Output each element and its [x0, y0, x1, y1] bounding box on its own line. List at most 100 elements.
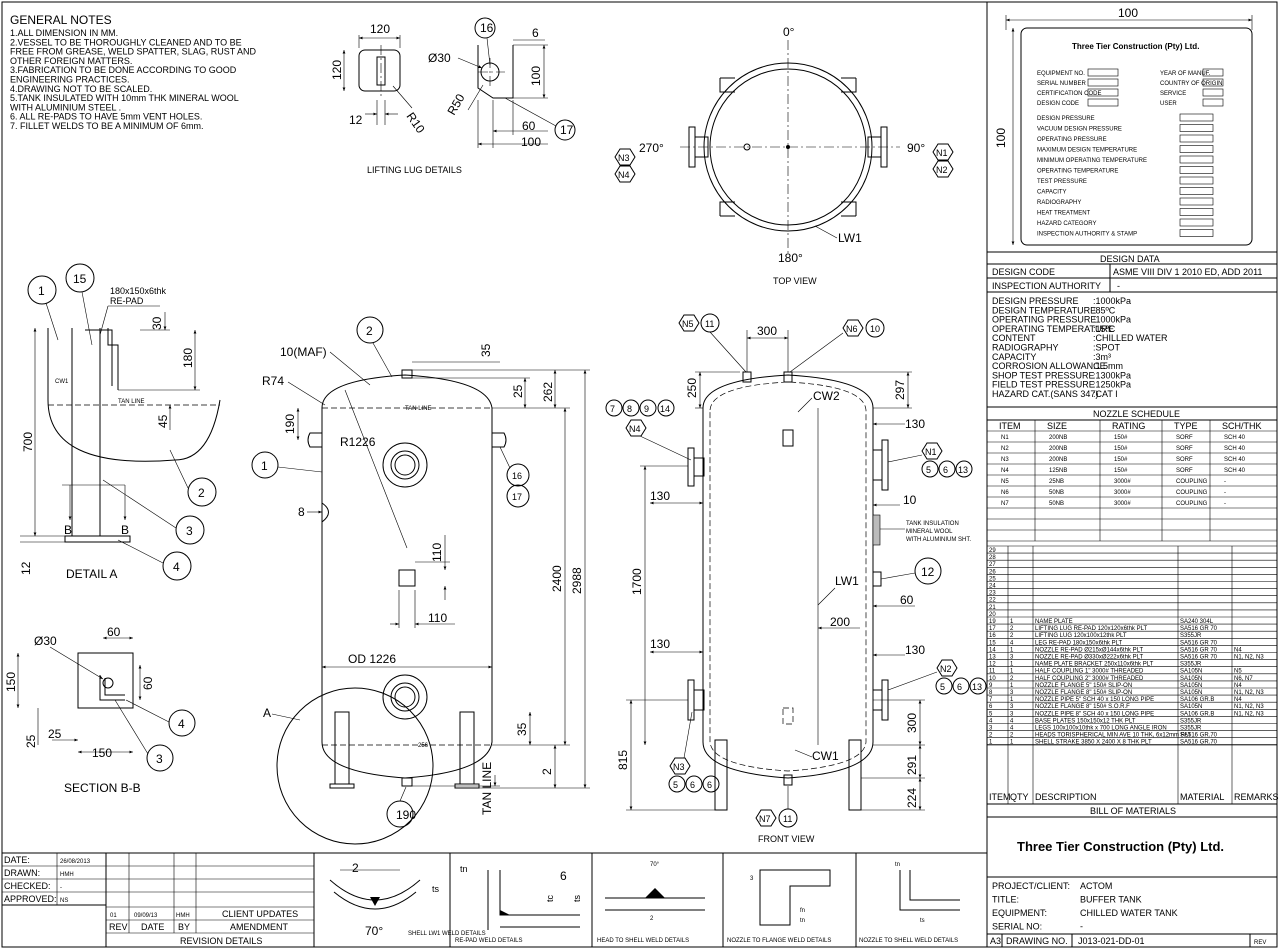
- detail-a-tanline: TAN LINE: [118, 399, 145, 405]
- design-data-label: SHOP TEST PRESSURE: [992, 370, 1095, 380]
- lug-dim-100-v: 100: [529, 66, 543, 86]
- weld-detail-nozzle-flange: 3 fn tn NOZZLE TO FLANGE WELD DETAILS: [727, 869, 831, 944]
- bom-cell: NOZZLE FLANGE 8" 150# S.O.R.F: [1035, 704, 1130, 710]
- svg-text:N4: N4: [618, 170, 630, 180]
- top-view-angle-0: 0°: [783, 25, 795, 39]
- bom-cell: S355JR: [1180, 633, 1202, 639]
- nozzle-schedule-cell: N1: [1001, 435, 1009, 441]
- nozzle-schedule-cell: N7: [1001, 501, 1009, 507]
- bom-cell: 3: [1010, 711, 1014, 717]
- design-data-value: :3m³: [1093, 352, 1111, 362]
- bom-cell: N4: [1234, 697, 1242, 703]
- svg-text:70°: 70°: [365, 924, 383, 938]
- weld-detail-shell: 2 ts 70° SHELL LW1 WELD DETAILS: [329, 861, 486, 938]
- svg-text:ts: ts: [572, 894, 582, 902]
- svg-text:tc: tc: [545, 894, 555, 902]
- bom-cell: SA105N: [1180, 683, 1202, 689]
- front-view-n3-tag: N3 5 6 6: [668, 711, 720, 793]
- design-data: DESIGN DATA DESIGN CODE ASME VIII DIV 1 …: [986, 251, 1278, 399]
- general-note-line: FREE FROM GREASE, WELD SPATTER, SLAG, RU…: [10, 47, 257, 57]
- bom-cell: 3: [989, 726, 993, 732]
- bom-cell: 29: [989, 548, 996, 554]
- svg-text:13: 13: [958, 465, 968, 475]
- bom-cell: SHELL STRAKE 3850 X 2400 X 8 THK PLT: [1035, 740, 1152, 746]
- nozzle-schedule-cell: 125NB: [1049, 468, 1067, 474]
- bom-cell: 4: [1010, 718, 1014, 724]
- svg-text:ts: ts: [920, 918, 925, 924]
- bom-cell: LIFTING LUG RE-PAD 120x120x6thk PLT: [1035, 626, 1147, 632]
- bom-cell: 4: [989, 718, 993, 724]
- detail-a-caption: DETAIL A: [66, 567, 117, 581]
- detail-a-cw1: CW1: [55, 379, 69, 385]
- svg-text:HEAD TO SHELL WELD DETAILS: HEAD TO SHELL WELD DETAILS: [597, 938, 689, 944]
- bom-cell: N6, N7: [1234, 676, 1253, 682]
- bom-cell: 6: [989, 704, 993, 710]
- bom-cell: SA240 304L: [1180, 619, 1214, 625]
- bom-cell: 2: [1010, 676, 1014, 682]
- bom-cell: 1: [1010, 619, 1014, 625]
- side-view-tanline-top: TAN LINE: [405, 406, 432, 412]
- detail-a-dim-180: 180: [181, 348, 195, 368]
- bom-cell: NAME PLATE BRACKET 250x110x6thk PLT: [1035, 662, 1154, 668]
- nameplate-row-label: MINIMUM OPERATING TEMPERATURE: [1037, 158, 1147, 164]
- bom-cell: N1, N2, N3: [1234, 711, 1264, 717]
- nozzle-schedule-header: SIZE: [1047, 421, 1067, 431]
- bom-cell: NOZZLE PIPE 8" SCH 40 x 150 LONG PIPE: [1035, 711, 1154, 717]
- bom-cell: 21: [989, 605, 996, 611]
- nozzle-schedule-cell: SCH 40: [1224, 457, 1246, 463]
- svg-text:N2: N2: [940, 664, 952, 674]
- signoff-block: DATE: 26/08/2013 DRAWN: HMH CHECKED: - A…: [1, 852, 107, 906]
- front-view-dim-130-left-bottom: 130: [650, 637, 670, 651]
- bom-cell: 1: [989, 740, 993, 746]
- nameplate-field-label: CERTIFICATION CODE: [1037, 91, 1101, 97]
- revision-row-amendment: CLIENT UPDATES: [222, 909, 298, 919]
- title-block-value: ACTOM: [1080, 881, 1112, 891]
- side-view-dim-262: 262: [541, 382, 555, 402]
- bom-cell: SA516 GR.70: [1180, 733, 1218, 739]
- bom-cell: 2: [1010, 633, 1014, 639]
- detail-a-shell: [47, 328, 221, 462]
- design-data-label: DESIGN TEMPERATURE: [992, 305, 1096, 315]
- nameplate-row-label: HAZARD CATEGORY: [1037, 221, 1096, 227]
- general-note-line: OTHER FOREIGN MATTERS.: [10, 56, 132, 66]
- general-notes-title: GENERAL NOTES: [10, 13, 112, 27]
- svg-text:ts: ts: [432, 884, 440, 894]
- nozzle-schedule-header: SCH/THK: [1222, 421, 1262, 431]
- side-view-dim-25: 25: [511, 384, 525, 398]
- design-data-label: HAZARD CAT.(SANS 347): [992, 389, 1098, 399]
- svg-text:14: 14: [660, 404, 670, 414]
- side-view-dim-2988: 2988: [570, 567, 584, 594]
- svg-text:N3: N3: [673, 762, 685, 772]
- bom-cell: SA106 GR.B: [1180, 697, 1214, 703]
- detail-a-dim-12: 12: [19, 561, 33, 575]
- front-view-dim-297: 297: [893, 380, 907, 400]
- detail-a-callout-15: 15: [73, 272, 87, 286]
- lug-callout-16-text: 16: [480, 21, 494, 35]
- bom-cell: 20: [989, 612, 996, 618]
- bom-cell: LEGS 100x100x10thk x 700 LONG ANGLE IRON: [1035, 726, 1167, 732]
- svg-text:NOZZLE TO FLANGE WELD DETAILS: NOZZLE TO FLANGE WELD DETAILS: [727, 938, 831, 944]
- bom-cell: 26: [989, 569, 996, 575]
- design-data-label: CONTENT: [992, 333, 1036, 343]
- detail-a: B B 1 15 180x150x6thk RE-PAD 30 180 CW1 …: [19, 263, 221, 581]
- front-view-dim-815: 815: [616, 750, 630, 770]
- title-block-value: -: [1080, 922, 1083, 932]
- nozzle-schedule-cell: 150#: [1114, 435, 1128, 441]
- nozzle-schedule-cell: N2: [1001, 446, 1009, 452]
- nozzle-schedule-cell: SORF: [1176, 446, 1193, 452]
- top-view-angle-180: 180°: [778, 251, 803, 265]
- general-notes-lines: 1.ALL DIMENSION IN MM.2.VESSEL TO BE THO…: [10, 28, 257, 131]
- inspection-authority-label: INSPECTION AUTHORITY: [992, 281, 1101, 291]
- bom-cell: 13: [989, 655, 996, 661]
- bom-cell: NOZZLE RE-PAD Ø330xØ222x6thk PLT: [1035, 655, 1143, 661]
- nameplate-outline: [1020, 27, 1253, 246]
- section-bb-dim-60-top: 60: [107, 625, 121, 639]
- weld-details: 2 ts 70° SHELL LW1 WELD DETAILS tn 6 tc …: [313, 853, 987, 948]
- side-view-dim-110-v: 110: [430, 543, 444, 562]
- bom-cell: SA516 GR 70: [1180, 626, 1218, 632]
- signoff-date-value: 26/08/2013: [60, 859, 91, 865]
- nozzle-schedule-cell: N6: [1001, 490, 1009, 496]
- front-view-n2-tag: N2 5 6 13: [887, 659, 987, 695]
- svg-text:6: 6: [707, 780, 712, 790]
- svg-text:N1: N1: [936, 148, 948, 158]
